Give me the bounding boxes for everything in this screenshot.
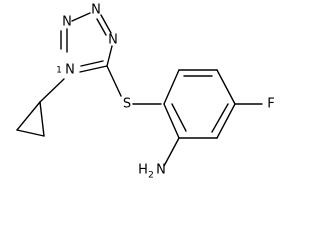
atom-n-top-right: N <box>91 3 101 18</box>
ring-c3-c4 <box>216 69 236 105</box>
atom-n-top-left: N <box>62 15 72 30</box>
bond-ar-nh2 <box>163 137 180 167</box>
ring-c6-c1 <box>163 103 180 139</box>
atom-n-right: N <box>108 33 118 48</box>
atom-nh2-n: N <box>156 163 166 178</box>
bond-n2-n3 <box>71 12 91 22</box>
atom-n-left: N <box>65 63 75 78</box>
bond-c5-n1 <box>79 65 108 73</box>
bond-n1-cyclopropyl <box>39 78 65 103</box>
atom-n-left-locant: 1 <box>56 66 62 76</box>
cyclopropyl-left <box>16 101 41 131</box>
ring-c4-c5-inner <box>211 103 229 133</box>
cyclopropyl-bottom <box>16 129 45 137</box>
atom-nh2-subscript: 2 <box>148 171 154 181</box>
cyclopropyl-right <box>39 101 45 137</box>
ring-c4-c5 <box>216 103 236 139</box>
ring-c6-c1-inner <box>171 103 187 132</box>
bond-c5-s <box>106 65 122 97</box>
atom-f: F <box>267 97 274 112</box>
bond-c5-n1-double <box>80 60 104 67</box>
atom-nh2-h: H <box>138 163 148 178</box>
structure-diagram: N N N N 1 S F H 2 N <box>16 2 275 181</box>
molecule-svg: N N N N 1 S F H 2 N <box>16 3 275 181</box>
ring-c1-c2 <box>163 69 180 105</box>
bond-n3-n4-double <box>96 18 107 36</box>
bond-n3-n4 <box>100 14 112 34</box>
atom-s: S <box>123 97 131 112</box>
bond-n4-c5 <box>106 45 113 67</box>
